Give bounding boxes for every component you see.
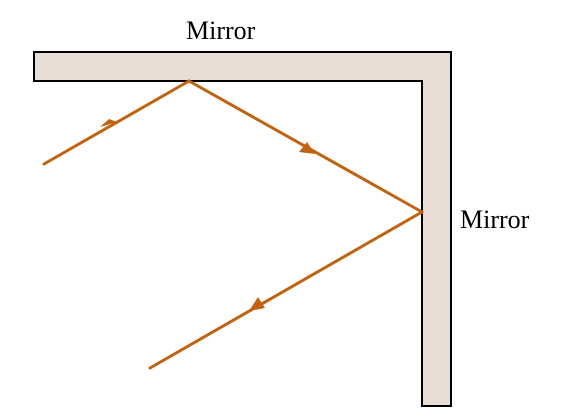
right-mirror-label: Mirror [460,205,530,234]
first-reflected-ray-arrowhead [299,142,315,154]
second-reflected-ray [148,210,424,370]
corner-mirror-body [33,51,452,407]
top-mirror-label: Mirror [186,16,256,45]
second-reflected-ray-arrowhead [249,297,265,311]
incident-ray [42,79,191,166]
incident-ray-arrowhead [100,119,117,127]
